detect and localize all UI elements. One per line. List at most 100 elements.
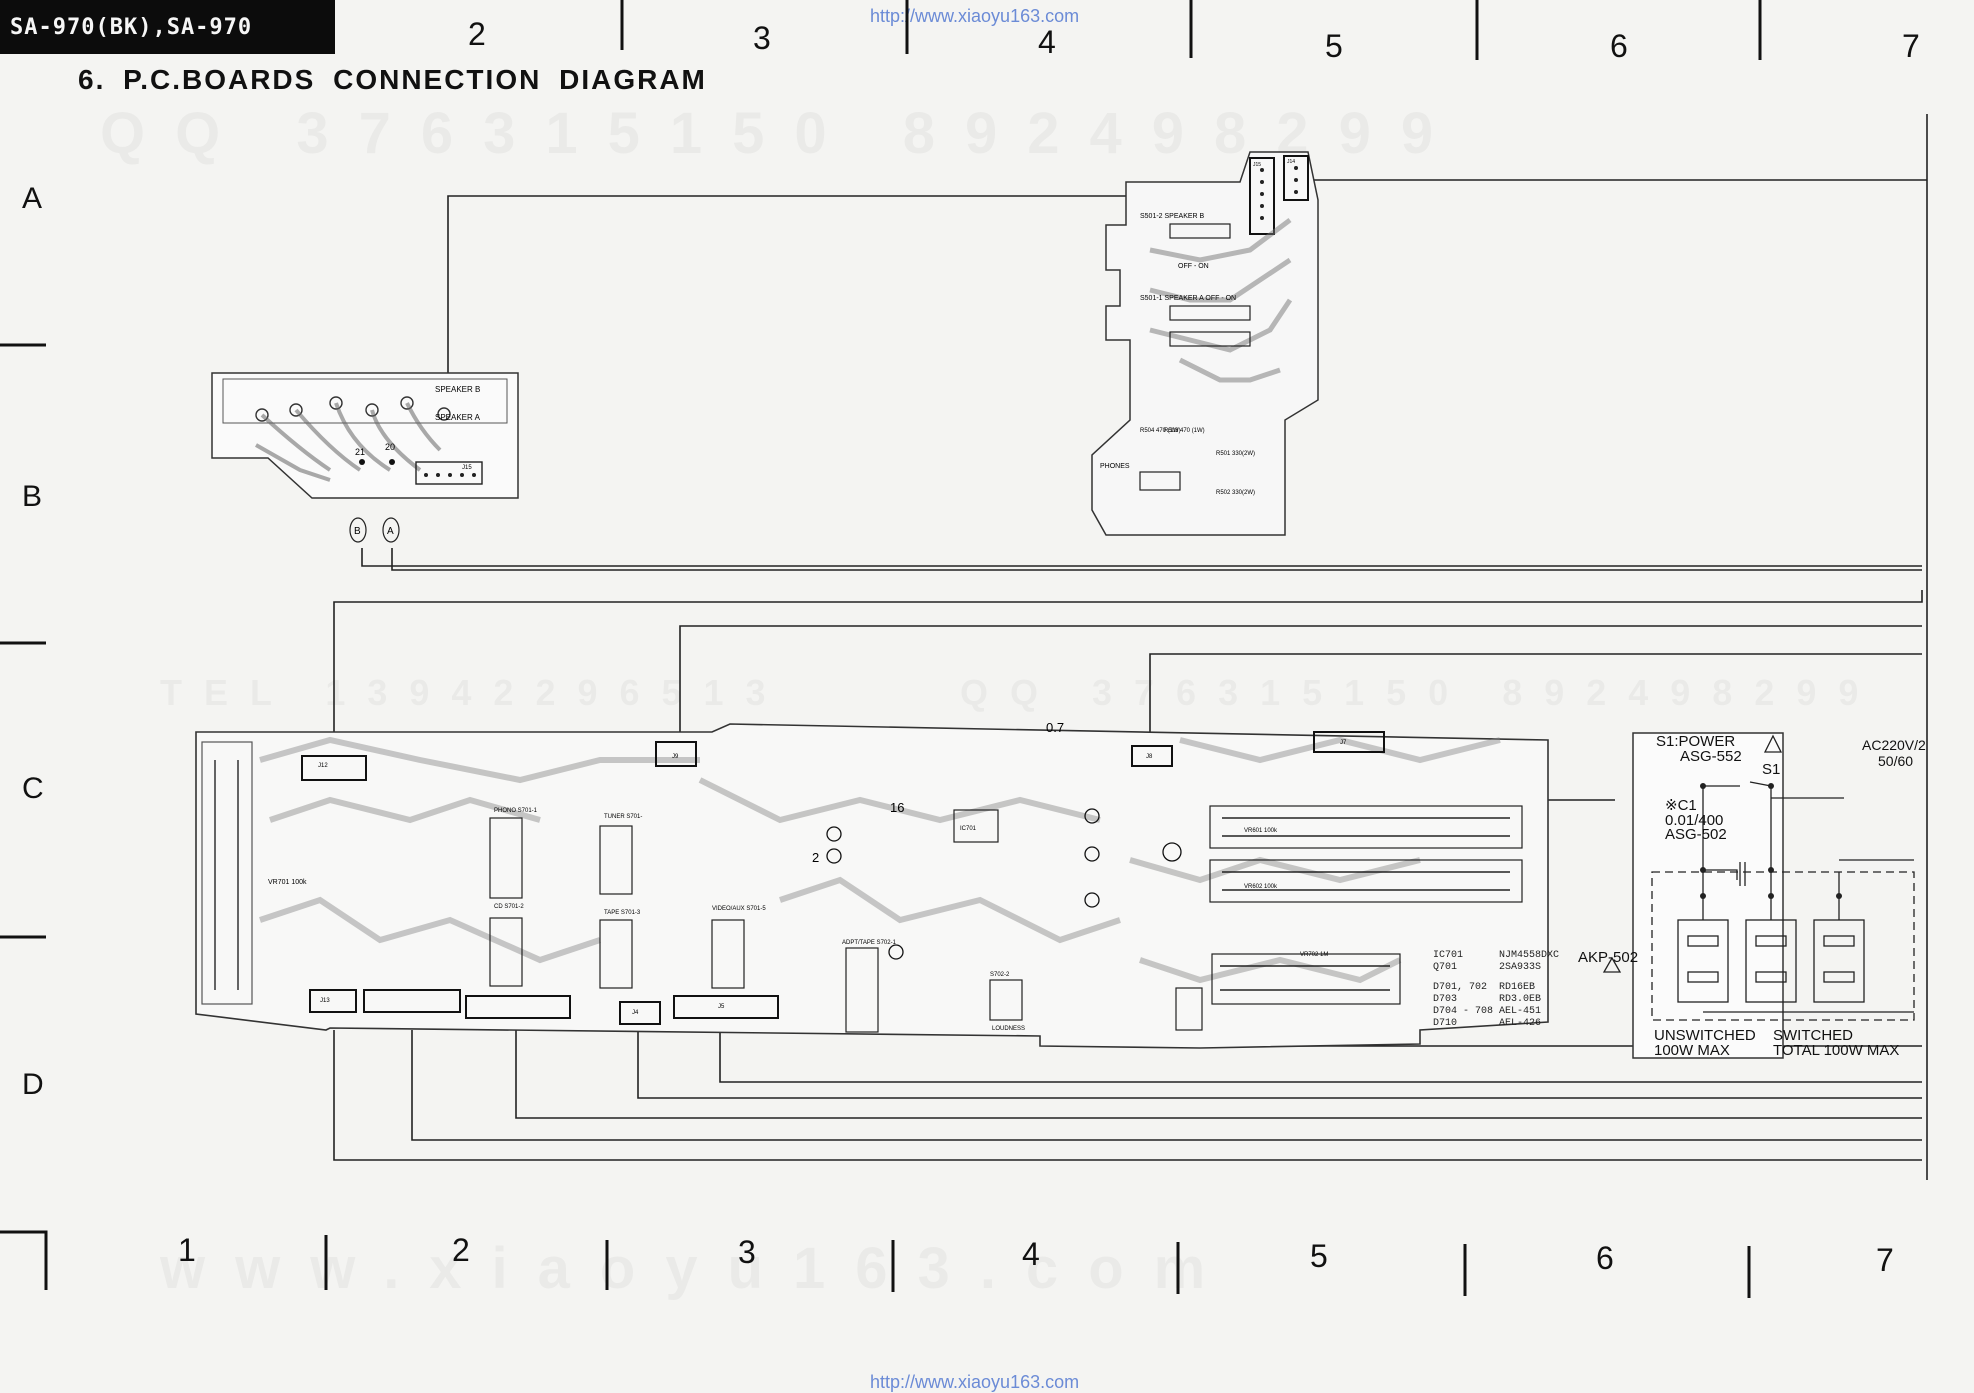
label-speaker-b: SPEAKER B — [435, 385, 480, 394]
legend-row-6: D710 AEL-426 — [1433, 1018, 1542, 1029]
label-off-on: OFF - ON — [1178, 263, 1209, 270]
label-speaker-a: SPEAKER A — [435, 413, 481, 422]
col-label-bottom-2: 2 — [452, 1232, 470, 1268]
col-label-top-3: 3 — [753, 20, 771, 56]
connector-j4 — [619, 1001, 661, 1025]
grid-ticks — [0, 0, 1762, 1298]
col-label-top-2: 2 — [468, 16, 486, 52]
label-unswitched: UNSWITCHED — [1654, 1027, 1756, 1044]
legend-row-3: D701, 702 RD16EB — [1433, 982, 1536, 993]
label-j13: J13 — [320, 998, 330, 1004]
label-pin-20: 20 — [385, 442, 395, 452]
row-label-b: B — [22, 480, 43, 513]
label-outlet-part: AKP-502 — [1578, 949, 1639, 966]
col-label-bottom-1: 1 — [178, 1232, 196, 1268]
label-cap-value: 0.01/400 — [1665, 812, 1724, 829]
label-level-2: 2 — [812, 850, 819, 865]
speaker-switch-board: S501-2 SPEAKER B OFF - ON S501-1 SPEAKER… — [1091, 151, 1319, 536]
url-bottom[interactable]: http://www.xiaoyu163.com — [870, 1372, 1080, 1392]
connector-j7 — [1313, 731, 1385, 753]
watermark-bottom: www.xiaoyu163.com — [160, 1235, 1235, 1302]
label-j15: J15 — [1253, 162, 1261, 168]
label-pin-21: 21 — [355, 447, 365, 457]
row-label-c: C — [22, 772, 44, 805]
label-unswitched-max: 100W MAX — [1654, 1042, 1730, 1059]
label-j14: J14 — [1287, 159, 1295, 165]
label-vr702: VR702 1M — [1300, 952, 1328, 958]
col-label-top-4: 4 — [1038, 24, 1056, 60]
label-s501-1: S501-1 SPEAKER A OFF - ON — [1140, 295, 1236, 302]
label-phones: PHONES — [1100, 463, 1130, 470]
legend-row-2: Q701 2SA933S — [1433, 962, 1542, 973]
label-r503: R503 470 (1W) — [1164, 428, 1205, 434]
model-badge: SA-970(BK),SA-970 — [0, 0, 335, 54]
watermark-top: QQ 376315150 892498299 — [100, 100, 1463, 167]
label-j9: J9 — [672, 754, 679, 760]
label-switch-ref: S1 — [1762, 761, 1781, 778]
col-label-top-6: 6 — [1610, 28, 1628, 64]
connector-j13 — [309, 989, 357, 1013]
col-label-bottom-4: 4 — [1022, 1236, 1040, 1272]
label-video-aux: VIDEO/AUX S701-5 — [712, 906, 766, 912]
label-s702-2: S702-2 — [990, 972, 1010, 978]
label-vr701: VR701 100k — [268, 879, 307, 886]
legend-row-5: D704 - 708 AEL-451 — [1433, 1006, 1542, 1017]
watermark-middle-right: QQ 376315150 892498299 — [960, 672, 1880, 714]
connector-j12 — [301, 755, 367, 781]
label-cd: CD S701-2 — [494, 904, 524, 910]
label-adpt-tape: ADPT/TAPE S702-1 — [842, 940, 897, 946]
label-j8: J8 — [1146, 754, 1153, 760]
connector-j8 — [1131, 745, 1173, 767]
col-label-top-7: 7 — [1902, 28, 1920, 64]
label-phono: PHONO S701-1 — [494, 808, 538, 814]
speaker-terminal-board: SPEAKER B SPEAKER A 21 20 J15 B A — [211, 372, 519, 543]
label-tuner: TUNER S701- — [604, 814, 642, 820]
col-label-bottom-7: 7 — [1876, 1242, 1894, 1278]
row-label-d: D — [22, 1068, 44, 1101]
label-j4: J4 — [632, 1010, 639, 1016]
label-vr601: VR601 100k — [1244, 828, 1278, 834]
col-label-bottom-5: 5 — [1310, 1238, 1328, 1274]
label-switched: SWITCHED — [1773, 1027, 1853, 1044]
label-r504: R504 470 (1W) — [1140, 428, 1181, 434]
connector-j5 — [673, 995, 779, 1019]
connector-j2 — [465, 995, 571, 1019]
label-j5: J5 — [718, 1004, 725, 1010]
page-title: 6. P.C.BOARDS CONNECTION DIAGRAM — [78, 64, 707, 95]
label-cap-part: ASG-502 — [1665, 826, 1727, 843]
label-power-switch-part: ASG-552 — [1680, 748, 1742, 765]
label-level-07: 0.7 — [1046, 720, 1064, 735]
label-switched-max: TOTAL 100W MAX — [1773, 1042, 1900, 1059]
label-vr602: VR602 100k — [1244, 884, 1278, 890]
label-j7: J7 — [1340, 740, 1347, 746]
connector-j9 — [655, 741, 697, 767]
row-label-a: A — [22, 182, 43, 215]
watermark-middle-left: TEL 13942296513 — [160, 672, 788, 714]
label-power-switch: S1:POWER — [1656, 733, 1736, 750]
legend-row-1: IC701 NJM4558DXC — [1433, 950, 1560, 961]
label-s501-2: S501-2 SPEAKER B — [1140, 213, 1205, 220]
main-control-board: VR701 100k PHONO S701-1 CD S701-2 TUNER … — [195, 720, 1549, 1049]
col-label-bottom-6: 6 — [1596, 1240, 1614, 1276]
label-level-16: 16 — [890, 800, 904, 815]
label-cap: ※C1 — [1665, 797, 1697, 814]
label-speaker-jack: J15 — [462, 465, 472, 471]
label-loudness: LOUDNESS — [992, 1026, 1025, 1032]
label-r502: R502 330(2W) — [1216, 490, 1255, 496]
col-label-top-5: 5 — [1325, 28, 1343, 64]
power-section — [1602, 732, 1915, 1059]
interconnect-wires — [333, 114, 1928, 1180]
conn-label-a: A — [387, 526, 394, 537]
legend-row-4: D703 RD3.0EB — [1433, 994, 1542, 1005]
label-j12: J12 — [318, 763, 328, 769]
col-label-bottom-3: 3 — [738, 1234, 756, 1270]
connector-j3 — [363, 989, 461, 1013]
label-ic701: IC701 — [960, 826, 977, 832]
label-ac-frequency: 50/60 — [1878, 753, 1914, 769]
conn-label-b: B — [354, 526, 361, 537]
url-top[interactable]: http://www.xiaoyu163.com — [870, 6, 1080, 26]
label-ac-input: AC220V/2 — [1862, 737, 1926, 753]
label-r501: R501 330(2W) — [1216, 451, 1255, 457]
label-tape: TAPE S701-3 — [604, 910, 641, 916]
